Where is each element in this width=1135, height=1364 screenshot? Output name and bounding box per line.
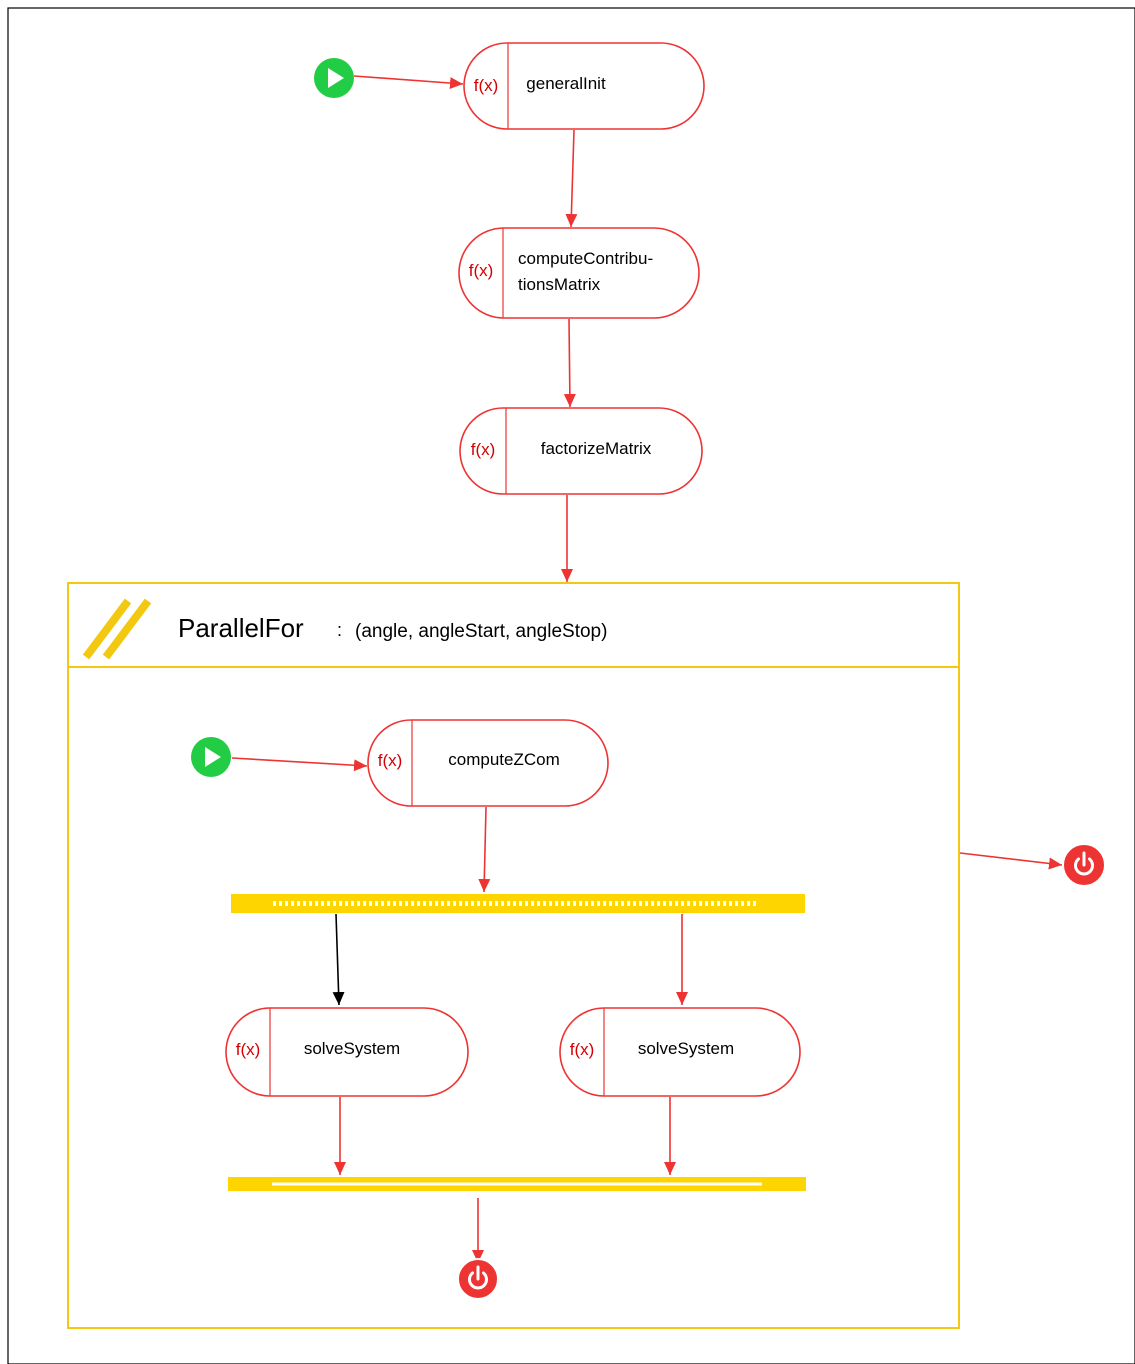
parallel-for-separator: :	[337, 620, 342, 640]
action-general-init[interactable]: f(x) generalInit	[463, 42, 705, 130]
parallel-for-title: ParallelFor	[178, 613, 304, 643]
join-bar[interactable]	[228, 1177, 806, 1191]
function-icon: f(x)	[570, 1040, 595, 1059]
function-icon: f(x)	[474, 76, 499, 95]
factorize-matrix-label: factorizeMatrix	[541, 439, 652, 458]
edge-compute-zcom-to-fork	[478, 806, 491, 893]
function-icon: f(x)	[469, 261, 494, 280]
solve-system-right-label: solveSystem	[638, 1039, 734, 1058]
double-slash-icon	[82, 598, 152, 660]
edge-contributions-to-factorize	[563, 318, 576, 408]
edge-general-init-to-contributions	[565, 129, 578, 228]
stop-node-inner[interactable]	[457, 1258, 499, 1300]
fork-bar[interactable]	[231, 894, 805, 913]
stop-node-main[interactable]	[1062, 843, 1106, 887]
solve-system-left-label: solveSystem	[304, 1039, 400, 1058]
action-compute-contributions-matrix[interactable]: f(x) computeContribu- tionsMatrix	[458, 227, 700, 319]
power-icon	[468, 1265, 488, 1290]
action-factorize-matrix[interactable]: f(x) factorizeMatrix	[459, 407, 703, 495]
start-node-main[interactable]	[314, 58, 354, 98]
compute-contributions-label-line2: tionsMatrix	[518, 275, 601, 294]
compute-contributions-label-line1: computeContribu-	[518, 249, 653, 268]
edge-start-to-general-init	[353, 75, 464, 90]
edge-inner-start-to-compute-zcom	[231, 757, 368, 772]
action-compute-zcom[interactable]: f(x) computeZCom	[367, 719, 609, 807]
parallel-for-container[interactable]: ParallelFor : (angle, angleStart, angleS…	[67, 582, 960, 1329]
function-icon: f(x)	[236, 1040, 261, 1059]
parallel-for-args: (angle, angleStart, angleStop)	[355, 621, 607, 642]
start-node-inner[interactable]	[191, 737, 231, 777]
edge-parallel-for-to-stop	[959, 852, 1063, 870]
action-solve-system-right[interactable]: f(x) solveSystem	[559, 1007, 801, 1097]
function-icon: f(x)	[471, 440, 496, 459]
diagram-frame	[7, 7, 1135, 1364]
general-init-label: generalInit	[526, 74, 606, 93]
edge-fork-to-solve-left	[332, 913, 345, 1006]
compute-zcom-label: computeZCom	[448, 750, 559, 769]
function-icon: f(x)	[378, 751, 403, 770]
power-icon	[1074, 851, 1094, 876]
action-solve-system-left[interactable]: f(x) solveSystem	[225, 1007, 469, 1097]
